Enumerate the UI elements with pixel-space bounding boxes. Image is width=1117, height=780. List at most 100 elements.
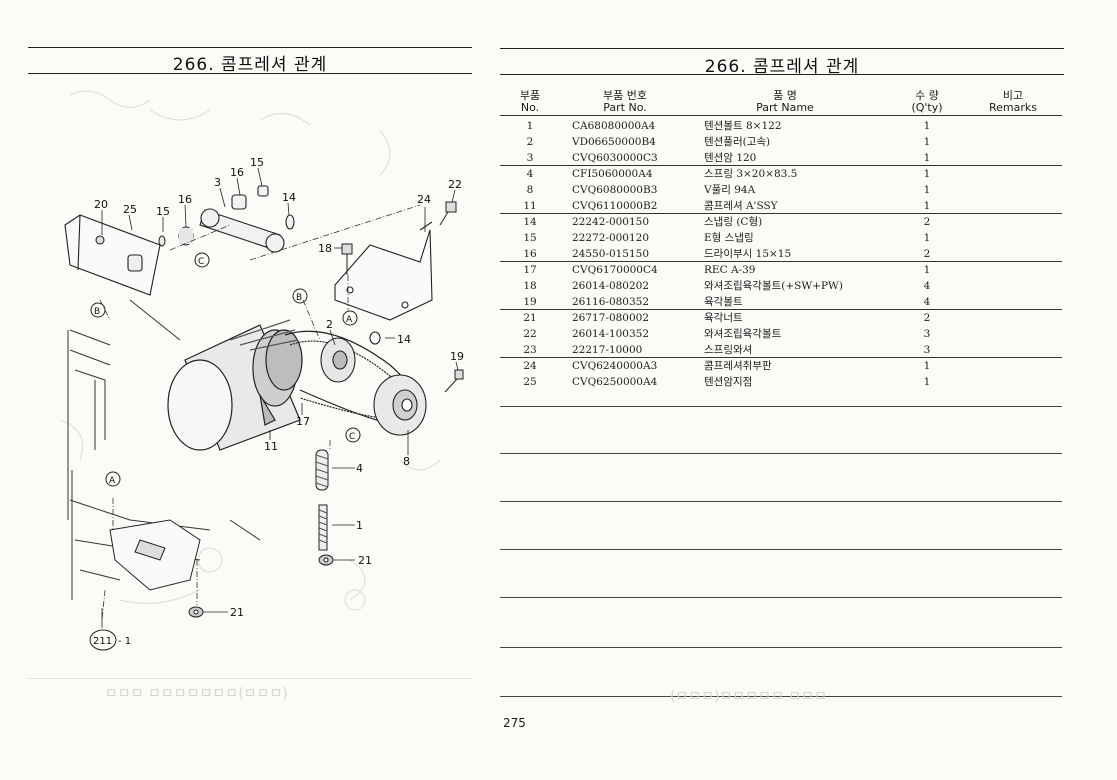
- hex-nut-21-a: [318, 554, 334, 566]
- hex-nut-21-b: [188, 606, 204, 618]
- bolt-19: [444, 369, 464, 393]
- part-quantity: 2: [923, 312, 931, 324]
- header-qty-kr: 수 량: [915, 89, 939, 102]
- part-name: 스프링 3×20×83.5: [704, 168, 798, 180]
- part-name: 스냅링 (C형): [704, 216, 763, 228]
- part-name: E형 스냅링: [704, 232, 754, 244]
- part-code: CA68080000A4: [572, 120, 656, 132]
- tension-spring: [315, 449, 329, 491]
- callout-211: 211: [93, 636, 112, 647]
- page-number: 275: [503, 716, 526, 730]
- parts-table-header: 부품 No. 부품 번호 Part No. 품 명 Part Name 수 량 …: [500, 88, 1062, 114]
- part-name: 텐션볼트 8×122: [704, 120, 782, 132]
- part-name: 육각너트: [704, 312, 743, 324]
- callout-22: 22: [448, 178, 462, 191]
- empty-rule: [500, 549, 1062, 550]
- part-number-index: 24: [523, 360, 537, 372]
- callout-25: 25: [123, 203, 137, 216]
- bolt-18: [341, 243, 353, 275]
- left-page: 266. 콤프레셔 관계: [0, 0, 500, 780]
- title-rule-bottom: [28, 73, 472, 74]
- part-name: V풀리 94A: [704, 184, 756, 196]
- part-code: 22217-10000: [572, 344, 643, 356]
- part-name: 콤프레셔취부판: [704, 360, 772, 372]
- part-quantity: 3: [923, 344, 931, 356]
- part-code: CVQ6250000A4: [572, 376, 658, 388]
- empty-rule: [500, 453, 1062, 454]
- part-number-index: 11: [523, 200, 537, 212]
- part-code: 22272-000120: [572, 232, 650, 244]
- callout-21-a: 21: [358, 554, 372, 567]
- header-rule: [500, 115, 1062, 116]
- part-quantity: 1: [923, 264, 931, 276]
- part-name: 와셔조립육각볼트(+SW+PW): [704, 280, 843, 292]
- small-bushing-parts: [158, 226, 194, 247]
- group-rule: [500, 357, 1062, 358]
- part-code: 26014-100352: [572, 328, 650, 340]
- part-code: 26116-080352: [572, 296, 650, 308]
- title-rule-top: [28, 47, 472, 48]
- right-page: 266. 콤프레셔 관계 부품 No. 부품 번호 Part No. 품 명 P…: [500, 0, 1117, 780]
- empty-rule: [500, 597, 1062, 598]
- show-through-text: ㅁㅁㅁ ㅁㅁㅁㅁㅁ(ㅁㅁㅁ): [670, 689, 828, 705]
- part-number-index: 16: [523, 248, 537, 260]
- callout-8: 8: [403, 455, 410, 468]
- callout-4: 4: [356, 462, 363, 475]
- part-code: VD06650000B4: [572, 136, 656, 148]
- tension-arm-pivot-bracket: [64, 214, 161, 296]
- title-rule-top: [500, 48, 1064, 49]
- header-name-en: Part Name: [756, 101, 814, 114]
- callout-211-suffix: - 1: [118, 636, 131, 647]
- tension-arm: [199, 185, 295, 253]
- part-name: 육각볼트: [704, 296, 743, 308]
- header-partno-en: Part No.: [603, 101, 647, 114]
- frame-lines: [67, 299, 261, 600]
- part-number-index: 21: [523, 312, 537, 324]
- callout-14-mid: 14: [397, 333, 411, 346]
- header-remarks-kr: 비고: [1002, 89, 1024, 102]
- part-quantity: 4: [923, 280, 931, 292]
- callout-15-top: 15: [250, 156, 264, 169]
- group-rule: [500, 213, 1062, 214]
- part-quantity: 1: [923, 168, 931, 180]
- part-quantity: 1: [923, 136, 931, 148]
- callout-b-left: B: [94, 307, 100, 317]
- part-number-index: 15: [523, 232, 537, 244]
- part-code: CVQ6170000C4: [572, 264, 658, 276]
- bolt-22: [439, 201, 457, 226]
- part-code: CFI5060000A4: [572, 168, 653, 180]
- leader-lines: [101, 167, 459, 628]
- callout-1: 1: [356, 519, 363, 532]
- header-partno-kr: 부품 번호: [603, 89, 647, 102]
- empty-rule: [500, 501, 1062, 502]
- header-no-en: No.: [520, 101, 540, 114]
- callout-24: 24: [417, 193, 431, 206]
- title-rule-bottom: [500, 74, 1064, 75]
- part-name: 콤프레셔 A'SSY: [704, 200, 778, 212]
- show-through-text: (ㅁㅁㅁ)ㅁㅁㅁㅁㅁㅁㅁ ㅁㅁㅁ: [105, 686, 288, 702]
- header-no-kr: 부품: [519, 89, 541, 102]
- callout-a-plate: A: [346, 315, 353, 325]
- part-number-index: 19: [523, 296, 537, 308]
- callout-17: 17: [296, 415, 310, 428]
- part-name: 텐션암지점: [704, 376, 753, 388]
- empty-rule: [500, 647, 1062, 648]
- part-quantity: 4: [923, 296, 931, 308]
- compressor-body: [167, 319, 303, 451]
- callout-11: 11: [264, 440, 278, 453]
- group-rule: [500, 165, 1062, 166]
- part-code: 24550-015150: [572, 248, 650, 260]
- part-number-index: 17: [523, 264, 537, 276]
- empty-rule: [500, 406, 1062, 407]
- tension-pulley: [320, 331, 381, 383]
